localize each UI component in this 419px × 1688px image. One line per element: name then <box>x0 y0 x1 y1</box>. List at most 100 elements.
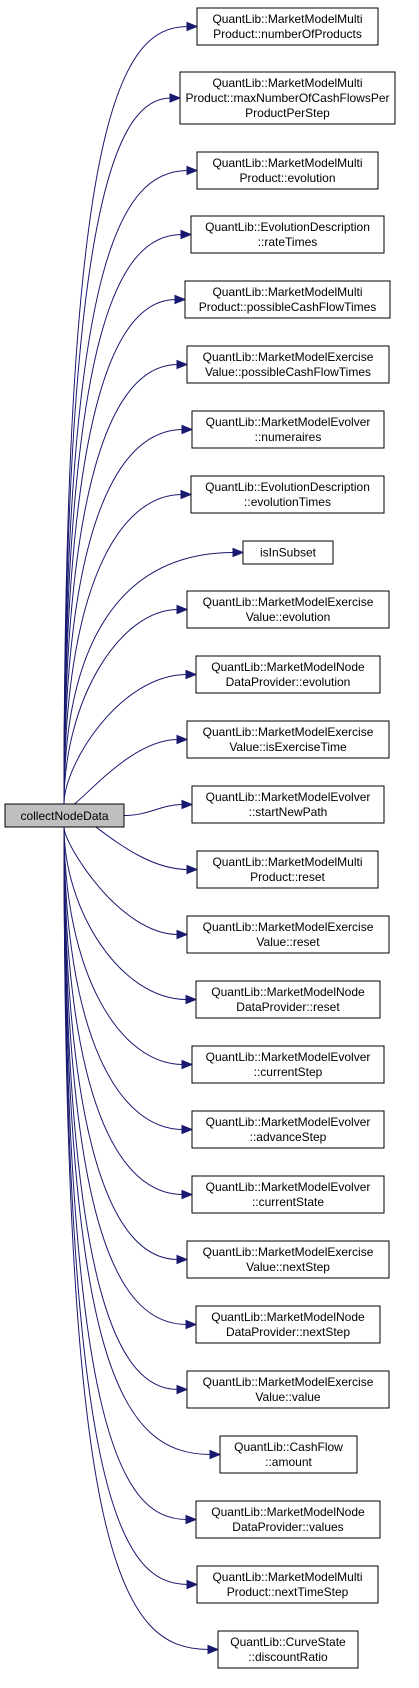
arrowhead-icon <box>186 864 199 875</box>
callee-node-product-evolution[interactable]: QuantLib::MarketModelMultiProduct::evolu… <box>196 151 379 190</box>
callee-node-label-line: QuantLib::MarketModelExercise <box>203 350 374 364</box>
arrowhead-icon <box>180 229 193 240</box>
callee-node-label-line: DataProvider::evolution <box>226 675 351 689</box>
callee-node-label-line: Product::evolution <box>239 171 335 185</box>
callee-node-label-line: QuantLib::MarketModelEvolver <box>206 1115 371 1129</box>
edge-to-exercise-value <box>63 826 179 1390</box>
callee-node-exercise-reset[interactable]: QuantLib::MarketModelExerciseValue::rese… <box>186 915 390 954</box>
callee-node-label-line: Value::reset <box>256 935 320 949</box>
callee-node-label-line: QuantLib::MarketModelExercise <box>203 725 374 739</box>
callee-node-label-line: QuantLib::MarketModelEvolver <box>206 1180 371 1194</box>
callee-node-next-time-step[interactable]: QuantLib::MarketModelMultiProduct::nextT… <box>196 1565 379 1604</box>
callee-node-box <box>186 590 390 629</box>
edge-to-current-step <box>63 826 184 1065</box>
edge-to-exercise-evolution <box>63 609 179 805</box>
callee-node-node-data-reset[interactable]: QuantLib::MarketModelNodeDataProvider::r… <box>195 980 381 1019</box>
callee-node-label-line: Product::possibleCashFlowTimes <box>199 300 377 314</box>
callee-node-label-line: ProductPerStep <box>245 106 330 120</box>
callee-node-is-exercise-time[interactable]: QuantLib::MarketModelExerciseValue::isEx… <box>186 720 390 759</box>
callee-node-box <box>195 1500 381 1539</box>
callee-node-exercise-evolution[interactable]: QuantLib::MarketModelExerciseValue::evol… <box>186 590 390 629</box>
callee-node-label-line: QuantLib::MarketModelNode <box>211 1505 365 1519</box>
callee-node-exercise-possible-cash-flow-times[interactable]: QuantLib::MarketModelExerciseValue::poss… <box>186 345 390 384</box>
arrowhead-icon <box>232 547 245 558</box>
callee-node-label-line: QuantLib::MarketModelNode <box>211 1310 365 1324</box>
callee-node-discount-ratio[interactable]: QuantLib::CurveState::discountRatio <box>217 1630 359 1669</box>
callee-node-node-data-values[interactable]: QuantLib::MarketModelNodeDataProvider::v… <box>195 1500 381 1539</box>
callee-node-numeraires[interactable]: QuantLib::MarketModelEvolver::numeraires <box>191 410 385 449</box>
callee-node-label-line: ::advanceStep <box>250 1130 327 1144</box>
arrowhead-icon <box>176 1254 189 1265</box>
edge-to-numeraires <box>63 429 184 805</box>
callee-node-label-line: ::startNewPath <box>249 805 328 819</box>
callee-node-exercise-next-step[interactable]: QuantLib::MarketModelExerciseValue::next… <box>186 1240 390 1279</box>
arrowhead-icon <box>180 489 193 500</box>
callee-node-current-step[interactable]: QuantLib::MarketModelEvolver::currentSte… <box>191 1045 385 1084</box>
arrowhead-icon <box>181 1059 194 1070</box>
callee-node-label-line: QuantLib::MarketModelExercise <box>203 1375 374 1389</box>
callee-node-current-state[interactable]: QuantLib::MarketModelEvolver::currentSta… <box>191 1175 385 1214</box>
root-node-collect-node-data[interactable]: collectNodeData <box>4 803 125 828</box>
callee-node-advance-step[interactable]: QuantLib::MarketModelEvolver::advanceSte… <box>191 1110 385 1149</box>
callee-node-label-line: QuantLib::EvolutionDescription <box>205 480 370 494</box>
callee-node-start-new-path[interactable]: QuantLib::MarketModelEvolver::startNewPa… <box>191 785 385 824</box>
edge-to-node-data-next-step <box>63 826 188 1325</box>
arrowhead-icon <box>186 165 199 176</box>
callee-node-label-line: DataProvider::reset <box>236 1000 340 1014</box>
callee-node-label-line: ::numeraires <box>255 430 322 444</box>
callee-node-label-line: QuantLib::MarketModelNode <box>211 985 365 999</box>
callee-node-label-line: Value::evolution <box>246 610 331 624</box>
callee-node-label-line: QuantLib::MarketModelMulti <box>212 1570 362 1584</box>
arrowhead-icon <box>181 1189 194 1200</box>
callee-node-box <box>186 1370 390 1409</box>
callee-nodes: QuantLib::MarketModelMultiProduct::numbe… <box>179 7 396 1669</box>
arrowhead-icon <box>185 1319 198 1330</box>
callee-node-product-possible-cash-flow-times[interactable]: QuantLib::MarketModelMultiProduct::possi… <box>184 280 391 319</box>
callee-node-box <box>195 980 381 1019</box>
callee-node-label-line: ::rateTimes <box>258 235 318 249</box>
arrowhead-icon <box>185 994 198 1005</box>
callee-node-box <box>190 215 385 254</box>
callee-node-box <box>191 785 385 824</box>
callee-node-node-data-next-step[interactable]: QuantLib::MarketModelNodeDataProvider::n… <box>195 1305 381 1344</box>
callee-node-cash-flow-amount[interactable]: QuantLib::CashFlow::amount <box>219 1435 358 1474</box>
arrowhead-icon <box>186 1579 199 1590</box>
arrowhead-icon <box>176 359 189 370</box>
callee-node-box <box>186 915 390 954</box>
arrowhead-icon <box>181 1124 194 1135</box>
callee-node-label-line: Value::possibleCashFlowTimes <box>205 365 371 379</box>
callee-node-label-line: QuantLib::MarketModelMulti <box>212 285 362 299</box>
callee-node-box <box>191 1110 385 1149</box>
callee-node-label-line: Product::maxNumberOfCashFlowsPer <box>185 91 389 105</box>
arrowhead-icon <box>209 1449 222 1460</box>
callee-node-label-line: Product::numberOfProducts <box>213 27 362 41</box>
callee-node-max-number-of-cash-flows[interactable]: QuantLib::MarketModelMultiProduct::maxNu… <box>179 71 396 125</box>
callee-node-label-line: ::discountRatio <box>248 1650 328 1664</box>
root-node-label: collectNodeData <box>20 809 108 823</box>
callee-node-node-data-evolution[interactable]: QuantLib::MarketModelNodeDataProvider::e… <box>195 655 381 694</box>
arrowhead-icon <box>207 1644 220 1655</box>
arrowhead-icon <box>181 799 194 810</box>
callee-node-label-line: QuantLib::MarketModelExercise <box>203 595 374 609</box>
callee-node-box <box>191 410 385 449</box>
edge-to-node-data-evolution <box>63 674 188 805</box>
callee-node-label-line: Value::value <box>255 1390 320 1404</box>
arrowhead-icon <box>174 294 187 305</box>
edge-to-number-of-products <box>63 26 189 805</box>
callee-node-box <box>196 1565 379 1604</box>
callee-node-label-line: Value::nextStep <box>246 1260 330 1274</box>
callee-node-label-line: QuantLib::MarketModelNode <box>211 660 365 674</box>
callee-node-label-line: ::currentStep <box>254 1065 323 1079</box>
callee-node-rate-times[interactable]: QuantLib::EvolutionDescription::rateTime… <box>190 215 385 254</box>
callee-node-number-of-products[interactable]: QuantLib::MarketModelMultiProduct::numbe… <box>196 7 379 46</box>
callee-node-evolution-times[interactable]: QuantLib::EvolutionDescription::evolutio… <box>190 475 385 514</box>
arrowhead-icon <box>176 929 189 940</box>
callee-node-exercise-value[interactable]: QuantLib::MarketModelExerciseValue::valu… <box>186 1370 390 1409</box>
callee-node-label-line: Product::nextTimeStep <box>227 1585 349 1599</box>
edge-to-advance-step <box>63 826 184 1130</box>
callee-node-is-in-subset[interactable]: isInSubset <box>242 540 334 565</box>
callee-node-label-line: QuantLib::MarketModelMulti <box>212 12 362 26</box>
call-edges <box>63 21 245 1655</box>
